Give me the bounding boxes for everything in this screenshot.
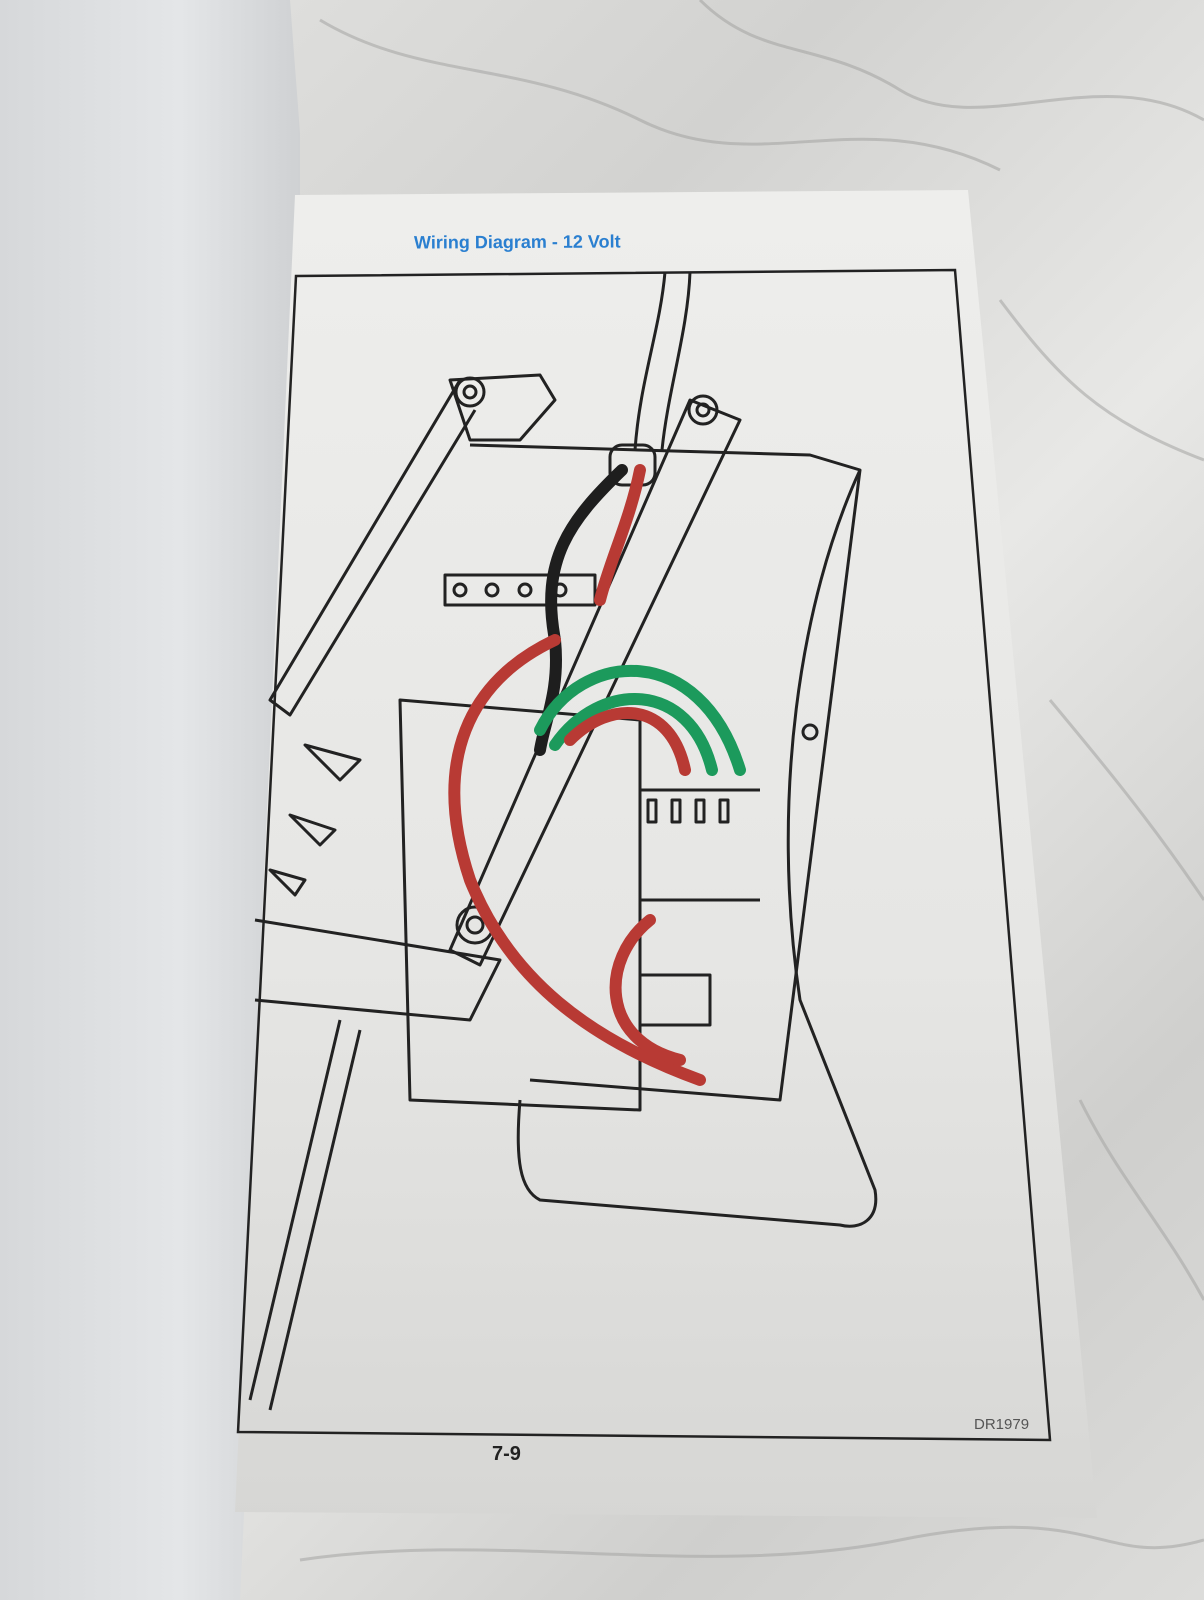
green-wire-2 [549,693,718,776]
red-wire-lower [609,914,686,1066]
red-wire-upper [594,464,646,606]
drawing-reference: DR1979 [974,1416,1030,1433]
diagram-frame [236,268,1052,1442]
trolling-motor-mount-drawing [248,271,878,1411]
red-wire-loop [448,634,706,1086]
red-wire-2 [564,706,691,776]
green-wire-1 [534,664,746,776]
page-number: 7-9 [492,1443,521,1465]
wires [448,464,746,1086]
